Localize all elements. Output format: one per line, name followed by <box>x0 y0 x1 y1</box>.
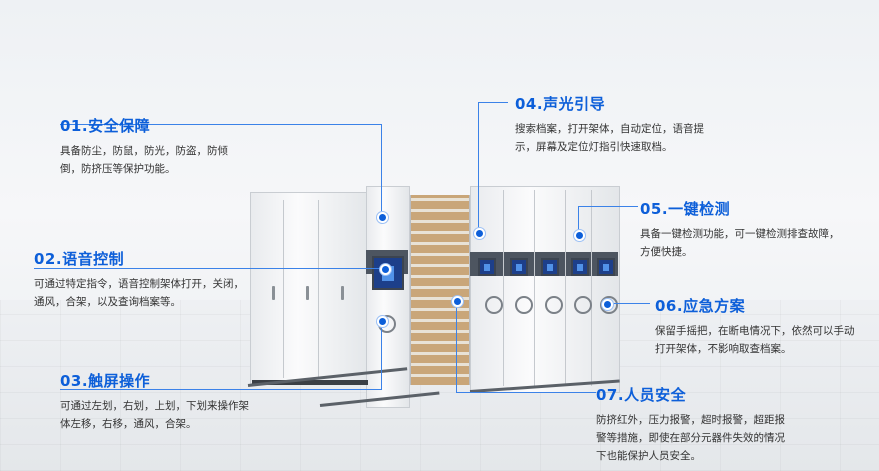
base-plate <box>252 380 368 385</box>
panel-divider <box>283 200 284 378</box>
connector-line-01 <box>381 124 382 216</box>
door-handle <box>306 286 309 300</box>
connector-line-03 <box>60 389 382 390</box>
feature-03-touch-screen: 03.触屏操作 可通过左划，右划，上划，下划来操作架体左移，右移，通风，合架。 <box>60 370 250 433</box>
left-cabinet-body <box>250 192 370 384</box>
panel-divider <box>534 190 535 386</box>
door-handle <box>341 286 344 300</box>
hand-crank <box>545 296 563 314</box>
connector-dot-01 <box>377 212 388 223</box>
panel-divider <box>565 190 566 386</box>
feature-07-personnel-safety: 07.人员安全 防挤红外，压力报警，超时报警，超距报警等措施，即使在部分元器件失… <box>596 384 792 465</box>
connector-dot-02 <box>380 264 391 275</box>
feature-description: 具备一键检测功能，可一键检测排查故障，方便快捷。 <box>640 228 840 258</box>
connector-dot-07 <box>452 296 463 307</box>
feature-description: 保留手摇把，在断电情况下，依然可以手动打开架体，不影响取查档案。 <box>655 325 855 355</box>
touch-screen <box>478 258 496 276</box>
connector-line-06 <box>606 303 650 304</box>
feature-description: 具备防尘，防鼠，防光，防盗，防倾倒，防挤压等保护功能。 <box>60 145 228 175</box>
connector-line-03 <box>381 320 382 390</box>
connector-line-05 <box>578 206 638 207</box>
connector-line-07 <box>456 392 596 393</box>
connector-line-01 <box>60 124 382 125</box>
connector-dot-03 <box>377 316 388 327</box>
connector-dot-06 <box>602 299 613 310</box>
feature-04-sound-light-guide: 04.声光引导 搜索档案，打开架体，自动定位，语音提示，屏幕及定位灯指引快速取档… <box>515 93 705 156</box>
feature-title: 03.触屏操作 <box>60 372 151 390</box>
hand-crank <box>574 296 592 314</box>
panel-divider <box>503 190 504 386</box>
feature-title: 05.一键检测 <box>640 200 731 218</box>
connector-dot-05 <box>574 230 585 241</box>
feature-02-voice-control: 02.语音控制 可通过特定指令，语音控制架体打开，关闭，通风，合架，以及查询档案… <box>34 248 244 311</box>
door-handle <box>272 286 275 300</box>
touch-screen <box>541 258 559 276</box>
connector-line-04 <box>478 102 508 103</box>
feature-description: 可通过左划，右划，上划，下划来操作架体左移，右移，通风，合架。 <box>60 400 249 430</box>
feature-01-security: 01.安全保障 具备防尘，防鼠，防光，防盗，防倾倒，防挤压等保护功能。 <box>60 115 240 178</box>
feature-06-emergency-plan: 06.应急方案 保留手摇把，在断电情况下，依然可以手动打开架体，不影响取查档案。 <box>655 295 855 358</box>
touch-screen <box>510 258 528 276</box>
feature-title: 02.语音控制 <box>34 250 125 268</box>
connector-dot-04 <box>474 228 485 239</box>
connector-line-02 <box>34 268 384 269</box>
feature-title: 06.应急方案 <box>655 297 746 315</box>
hand-crank <box>600 296 618 314</box>
feature-description: 可通过特定指令，语音控制架体打开，关闭，通风，合架，以及查询档案等。 <box>34 278 244 308</box>
feature-title: 01.安全保障 <box>60 117 151 135</box>
connector-line-05 <box>578 206 579 234</box>
right-cabinet-bank <box>470 186 620 393</box>
touch-screen <box>597 258 615 276</box>
feature-title: 07.人员安全 <box>596 386 687 404</box>
feature-title: 04.声光引导 <box>515 95 606 113</box>
panel-divider <box>318 200 319 378</box>
front-end-panel <box>366 186 410 408</box>
connector-line-04 <box>478 102 479 232</box>
touch-screen <box>571 258 589 276</box>
open-shelving <box>410 195 470 385</box>
connector-line-07 <box>456 300 457 393</box>
panel-divider <box>591 190 592 386</box>
hand-crank <box>515 296 533 314</box>
feature-description: 防挤红外，压力报警，超时报警，超距报警等措施，即使在部分元器件失效的情况下也能保… <box>596 414 785 462</box>
feature-05-one-key-check: 05.一键检测 具备一键检测功能，可一键检测排查故障，方便快捷。 <box>640 198 840 261</box>
feature-description: 搜索档案，打开架体，自动定位，语音提示，屏幕及定位灯指引快速取档。 <box>515 123 704 153</box>
hand-crank <box>485 296 503 314</box>
